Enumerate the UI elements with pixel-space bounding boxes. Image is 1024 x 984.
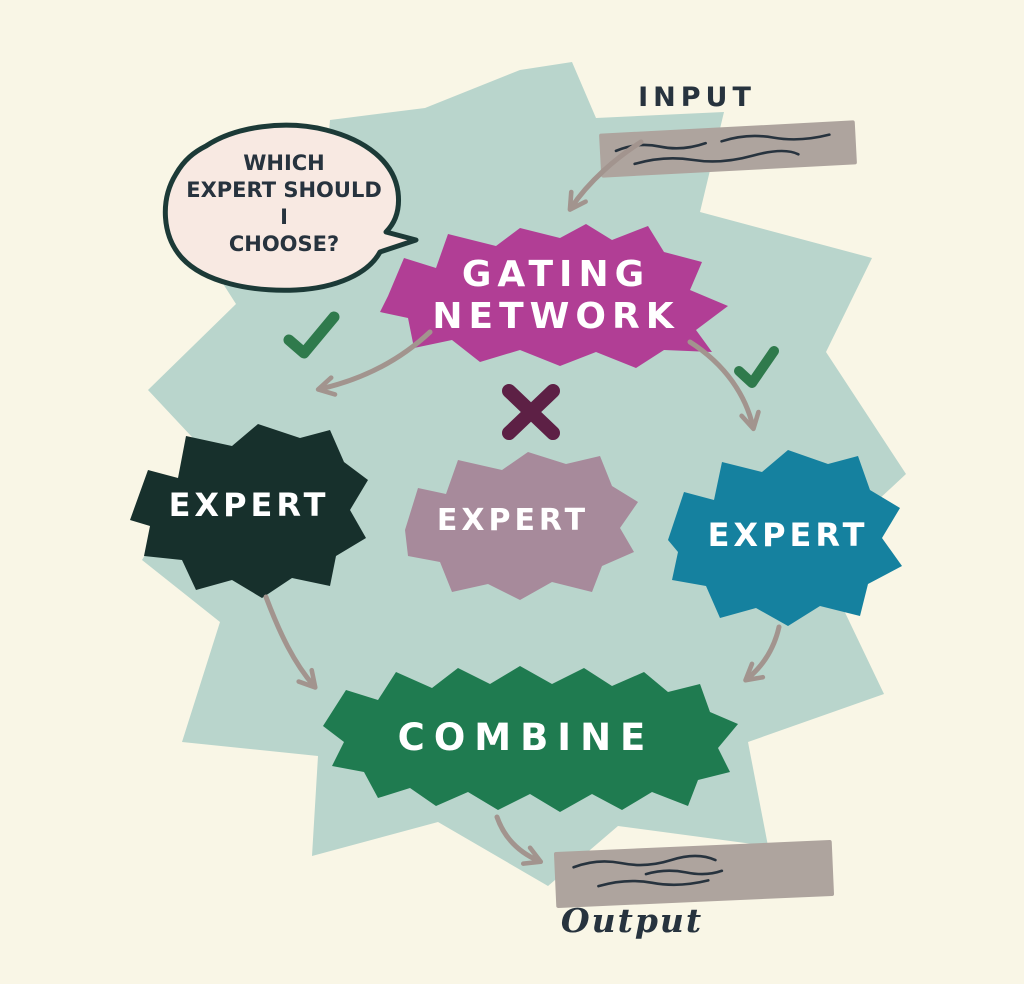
expert-left-node: EXPERT [130,424,368,598]
input-box-shape [599,120,857,178]
combine-label: COMBINE [398,716,655,759]
speech-line-4: CHOOSE? [229,232,339,256]
gating-network-label-line1: GATING [462,254,650,295]
expert-left-label: EXPERT [169,486,330,524]
arrow-expert-left-to-combine [263,594,318,690]
expert-right-node: EXPERT [668,450,902,626]
expert-right-label: EXPERT [708,516,869,554]
arrow-expert-right-to-combine [743,624,782,683]
expert-left-blob [130,424,368,598]
arrow-gating-to-expert-left [315,329,433,397]
speech-line-1: WHICH [243,151,325,175]
arrow-gating-to-expert-right [687,339,761,432]
arrow-combine-to-output [494,814,544,866]
expert-middle-label: EXPERT [437,503,589,538]
checkmark-right-icon [734,346,779,388]
arrow-input-to-gating [567,139,644,212]
checkmark-left-icon [283,311,340,359]
speech-line-2: EXPERT SHOULD [186,178,382,202]
speech-bubble: WHICH EXPERT SHOULD I CHOOSE? [162,122,419,293]
expert-right-blob [668,450,902,626]
output-text-squiggles [572,854,724,888]
combine-node: COMBINE [323,666,738,812]
combine-blob [323,666,738,812]
input-label: INPUT [638,82,756,113]
output-label: Output [561,901,703,940]
gating-network-blob [380,224,728,368]
speech-bubble-text: WHICH EXPERT SHOULD I CHOOSE? [186,151,382,256]
gating-network-node: GATING NETWORK [380,224,728,368]
gating-network-label-line2: NETWORK [432,296,679,337]
x-mark-icon [502,384,560,440]
output-data-box [553,840,835,908]
input-text-squiggles [614,133,831,166]
speech-bubble-shape [162,122,419,293]
input-data-box [599,120,857,178]
expert-middle-blob [405,452,638,600]
speech-line-3: I [280,205,288,229]
expert-middle-node: EXPERT [405,452,638,600]
